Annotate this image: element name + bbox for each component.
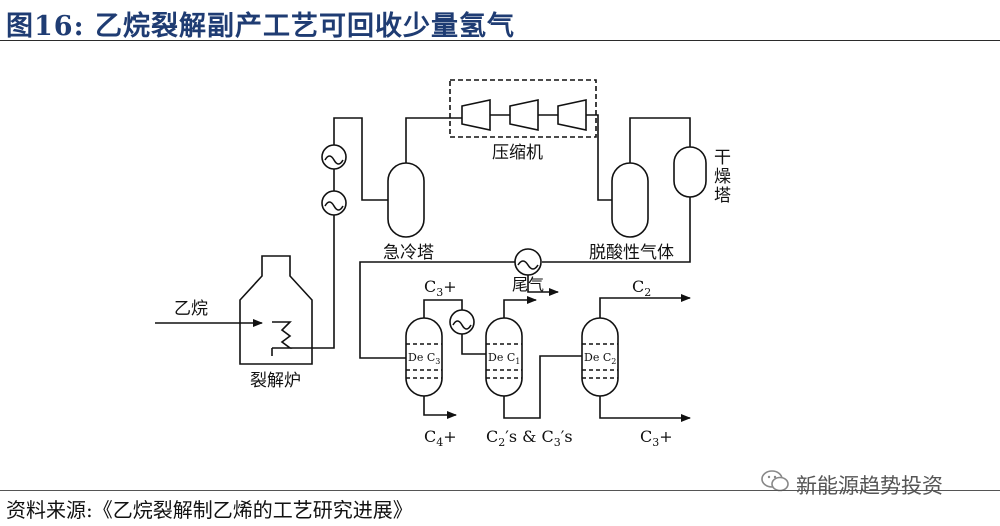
dryer-label-char-1: 干 [714,148,731,168]
watermark-text: 新能源趋势投资 [796,474,943,498]
figure-title: 图16: 乙烷裂解副产工艺可回收少量氢气 [6,11,515,42]
compressor-boundary [449,79,597,138]
to-separation-line [359,261,515,359]
de-c3-bottom-arrow [423,396,457,419]
de-c1-label: De C1 [488,351,520,366]
compressor-to-deacid-line [586,114,612,201]
furnace-outlet-line [312,117,388,349]
to-de-c1-line [461,334,486,355]
de-c1-top-arrow [503,296,537,318]
top-rule [0,40,1000,41]
cracking-furnace-label: 裂解炉 [250,371,301,391]
c3-product-arrow [599,396,691,422]
tail-gas-exchanger [514,248,542,276]
c4plus-label: C4+ [424,427,457,449]
wechat-icon [761,470,789,492]
c2s-c3s-label: C2′s & C3′s [486,427,573,449]
dryer-label-char-2: 燥 [714,167,731,187]
de-c3-label: De C3 [408,351,440,366]
cracking-furnace [239,255,313,365]
c3plus-top-label: C3+ [424,277,457,299]
compressor-stage-3 [557,99,587,131]
source-note: 资料来源:《乙烷裂解制乙烯的工艺研究进展》 [6,498,413,522]
quench-tower [387,162,425,238]
c3plus-product-label: C3+ [640,427,673,449]
bottom-rule [0,490,1000,491]
compressor-stage-2 [509,99,539,131]
quench-to-compressor-line [405,117,462,163]
heat-exchanger-2 [321,190,347,216]
compressor-label: 压缩机 [492,143,543,163]
dryer-outlet-line [542,197,691,263]
ethane-feed-label: 乙烷 [174,299,208,319]
c2-product-arrow [599,294,691,318]
de-c3-top-line [423,299,463,318]
dryer-tower [673,146,707,198]
interstage-exchanger [449,309,475,335]
de-c3-column [405,317,443,397]
quench-tower-label: 急冷塔 [383,243,434,263]
deacid-to-dryer-line [629,117,691,163]
dryer-label-char-3: 塔 [714,186,731,206]
c2-product-label: C2 [632,277,651,299]
deacid-tower [611,162,649,238]
compressor-stage-1 [461,99,491,131]
heat-exchanger-1 [321,144,347,170]
tail-gas-label: 尾气 [512,275,544,294]
deacidification-label: 脱酸性气体 [589,243,674,263]
tail-gas-arrow [527,275,559,296]
de-c2-label: De C2 [584,351,616,366]
de-c1-to-de-c2-line [503,355,582,419]
